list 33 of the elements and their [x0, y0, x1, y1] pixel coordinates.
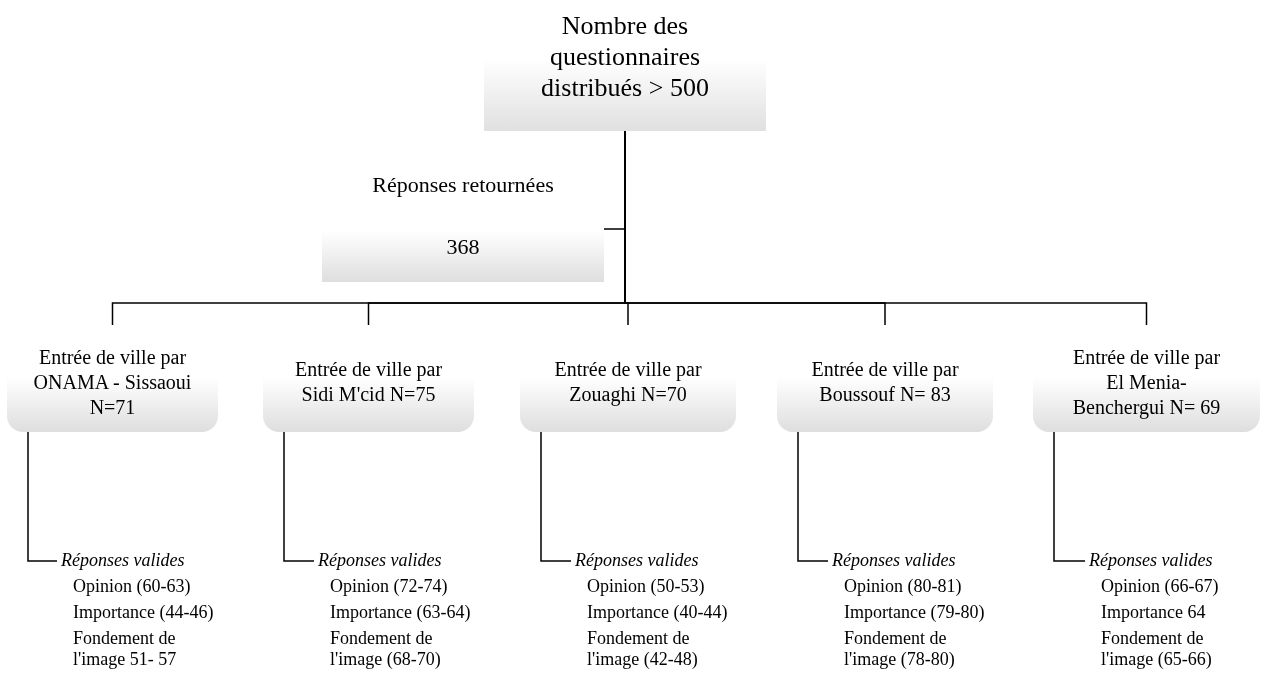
list-item: Opinion (80-81) — [844, 576, 962, 597]
box-label: Entrée de ville par ONAMA - Sissaoui N=71 — [32, 344, 193, 420]
list-item: Opinion (50-53) — [587, 576, 705, 597]
group-heading: Réponses valides — [318, 550, 442, 571]
connector-line — [1053, 431, 1086, 562]
box-title: Nombre des questionnaires distribués > 500 — [540, 10, 710, 103]
group-heading: Réponses valides — [575, 550, 699, 571]
connector-line — [27, 431, 58, 562]
list-item: Fondement de l'image (78-80) — [844, 628, 956, 670]
list-item: Opinion (72-74) — [330, 576, 448, 597]
box-label: Entrée de ville par Zouaghi N=70 — [553, 357, 703, 407]
group-heading: Réponses valides — [61, 550, 185, 571]
group-heading: Réponses valides — [1089, 550, 1213, 571]
list-item: Importance 64 — [1101, 602, 1206, 623]
list-item: Fondement de l'image (68-70) — [330, 628, 442, 670]
list-item: Fondement de l'image (42-48) — [587, 628, 699, 670]
box-label: Entrée de ville par Sidi M'cid N=75 — [293, 357, 444, 407]
box-heading: Réponses retournées — [371, 172, 555, 198]
box-value: 368 — [445, 234, 481, 260]
list-item: Fondement de l'image (65-66) — [1101, 628, 1213, 670]
connector-line — [540, 431, 572, 562]
list-item: Fondement de l'image 51- 57 — [73, 628, 178, 670]
list-item: Importance (40-44) — [587, 602, 728, 623]
list-item: Opinion (60-63) — [73, 576, 191, 597]
connector-line — [283, 431, 315, 562]
group-heading: Réponses valides — [832, 550, 956, 571]
box-label: Entrée de ville par Boussouf N= 83 — [810, 357, 960, 407]
list-item: Opinion (66-67) — [1101, 576, 1219, 597]
list-item: Importance (79-80) — [844, 602, 985, 623]
box-label: Entrée de ville par El Menia- Benchergui N= 69 — [1071, 344, 1222, 420]
connector-line — [797, 431, 829, 562]
list-item: Importance (63-64) — [330, 602, 471, 623]
list-item: Importance (44-46) — [73, 602, 214, 623]
